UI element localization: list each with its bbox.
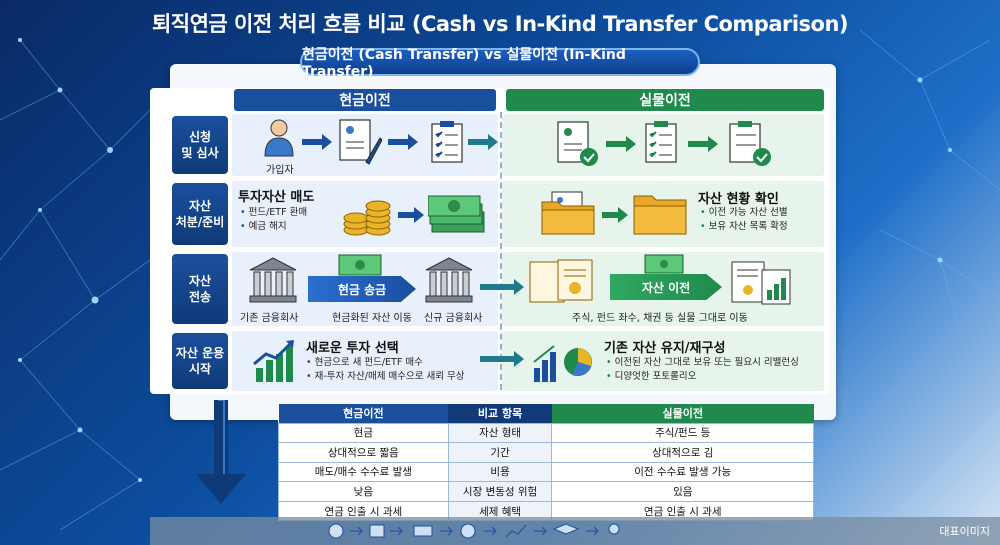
table-cell: 매도/매수 수수료 발생: [278, 461, 449, 483]
new-institution-caption: 신규 금융회사: [424, 313, 483, 324]
arrow-icon: [440, 526, 453, 536]
table-cell: 상대적으로 김: [551, 442, 814, 463]
bullet-item: 보유 자산 목록 확정: [700, 220, 788, 234]
table-cell: 주식/펀드 등: [551, 422, 814, 444]
bottom-icons: [328, 523, 620, 539]
money-bag-icon: [328, 523, 344, 539]
bullet-item: 현금으로 새 펀드/ETF 매수: [306, 356, 464, 370]
cash-move-caption: 현금화된 자산 이동: [332, 313, 412, 324]
table-cell: 현금: [278, 422, 449, 444]
arrow-right-icon: [388, 134, 418, 150]
checklist-icon: [645, 121, 677, 163]
cash-remit-arrow: 현금 송금: [308, 276, 416, 302]
table-cell: 있음: [551, 481, 814, 502]
bullet-item: 재-투자 자산/매제 매수으로 새뢰 무상: [306, 370, 465, 384]
coins-icon: [369, 524, 385, 538]
table-header-kind: 실물이전: [551, 404, 814, 423]
table-cell: 세제 혜택: [447, 500, 553, 522]
cash-column-header: 현금이전: [234, 89, 496, 111]
coins-icon: [343, 200, 391, 236]
bullet-item: 예금 해지: [240, 220, 307, 234]
arrow-right-icon: [688, 136, 718, 152]
table-cell: 이전 수수료 발생 가능: [551, 461, 814, 483]
table-header-cash: 현금이전: [278, 404, 449, 423]
arrow-right-icon: [480, 351, 524, 367]
applicant-caption: 가입자: [266, 165, 294, 176]
bullet-item: 디양엇한 포토롤리오: [606, 370, 799, 384]
kind-column-header: 실물이전: [506, 89, 824, 111]
table-row: 현금 자산 형태 주식/펀드 등: [278, 422, 814, 444]
form-check-icon: [557, 121, 598, 166]
table-cell: 상대적으로 짧음: [278, 442, 449, 463]
representative-image-label: 대표이미지: [939, 525, 990, 538]
row-label-apply: 신청 및 심사: [172, 116, 228, 174]
table-cell: 낮음: [278, 481, 449, 502]
arrow-icon: [350, 526, 363, 536]
arrow-right-icon: [602, 207, 628, 223]
arrow-icon: [484, 526, 497, 536]
down-arrow-icon: [196, 400, 246, 504]
cash-icon: [413, 525, 433, 537]
subtitle-pill: 현금이전 (Cash Transfer) vs 실물이전 (In-Kind Tr…: [300, 47, 700, 80]
table-row: 매도/매수 수수료 발생 비용 이전 수수료 발생 가능: [278, 461, 814, 483]
checklist-approved-icon: [729, 121, 771, 166]
asset-transfer-arrow: 자산 이전: [610, 274, 722, 300]
arrow-right-icon: [302, 134, 332, 150]
row-label-transfer: 자산 전송: [172, 254, 228, 324]
arrow-icon: [390, 526, 403, 536]
sell-assets-heading: 투자자산 매도: [238, 190, 315, 205]
form-pen-icon: [339, 119, 382, 165]
comparison-table: 현금이전 비교 항목 실물이전 현금 자산 형태 주식/펀드 등 상대적으로 짧…: [278, 404, 814, 522]
table-row: 낮음 시장 변동성 위험 있음: [278, 481, 814, 502]
asset-check-heading: 자산 현황 확인: [698, 192, 779, 207]
table-cell: 기간: [447, 442, 553, 463]
asset-check-bullets: 이전 가능 자산 선별 보유 자산 목록 확정: [700, 206, 788, 234]
inkind-move-caption: 주식, 펀드 좌수, 채권 등 실물 그대로 이동: [572, 313, 748, 324]
old-institution-caption: 기존 금융회사: [240, 313, 299, 324]
row-label-prepare: 자산 처분/준비: [172, 183, 228, 245]
arrow-right-icon: [480, 279, 524, 295]
folder-documents-icon: [541, 191, 595, 235]
bullet-item: 이전 가능 자산 선별: [700, 206, 788, 220]
table-cell: 시장 변동성 위험: [447, 481, 553, 502]
arrow-right-icon: [606, 136, 636, 152]
table-cell: 자산 형태: [447, 422, 553, 444]
arrow-right-icon: [468, 134, 498, 150]
keep-assets-bullets: 이전된 자산 그대로 보유 또는 필요시 리밸런싱 디양엇한 포토롤리오: [606, 356, 799, 384]
table-cell: 비용: [447, 461, 553, 483]
row-label-operate: 자산 운용 시작: [172, 333, 228, 389]
bank-icon: [425, 257, 473, 303]
growth-chart-icon: [253, 340, 294, 382]
checklist-icon: [431, 121, 463, 163]
folder-icon: [633, 195, 687, 235]
bullet-item: 펀드/ETF 환매: [240, 206, 307, 220]
certificates-icon: [529, 259, 593, 303]
cash-bill-icon: [644, 254, 684, 274]
bank-icon: [249, 257, 297, 303]
arrow-right-icon: [398, 207, 424, 223]
documents-chart-icon: [731, 261, 791, 305]
keep-assets-heading: 기존 자산 유지/재구성: [604, 341, 726, 356]
cash-bill-icon: [338, 254, 382, 276]
table-cell: 연금 인출 시 과세: [551, 500, 814, 522]
person-icon: [264, 119, 294, 157]
hand-coin-icon: [608, 523, 620, 535]
bullet-item: 이전된 자산 그대로 보유 또는 필요시 리밸런싱: [606, 356, 799, 370]
cash-stack-icon: [428, 195, 485, 233]
page-title: 퇴직연금 이전 처리 흐름 비교 (Cash vs In-Kind Transf…: [151, 12, 849, 36]
new-investment-heading: 새로운 투자 선택: [306, 341, 399, 356]
refresh-icon: [460, 523, 476, 539]
table-header-item: 비교 항목: [448, 404, 552, 423]
chart-icon: [505, 524, 527, 538]
graduation-icon: [552, 523, 580, 535]
portfolio-chart-icon: [533, 345, 592, 382]
table-row: 상대적으로 짧음 기간 상대적으로 김: [278, 442, 814, 463]
arrow-icon: [534, 526, 547, 536]
arrow-icon: [586, 526, 599, 536]
sell-assets-bullets: 펀드/ETF 환매 예금 해지: [240, 206, 307, 234]
new-investment-bullets: 현금으로 새 펀드/ETF 매수 재-투자 자산/매제 매수으로 새뢰 무상: [306, 356, 465, 384]
column-divider: [500, 112, 502, 390]
bottom-icon-bar: 대표이미지: [150, 517, 1000, 545]
